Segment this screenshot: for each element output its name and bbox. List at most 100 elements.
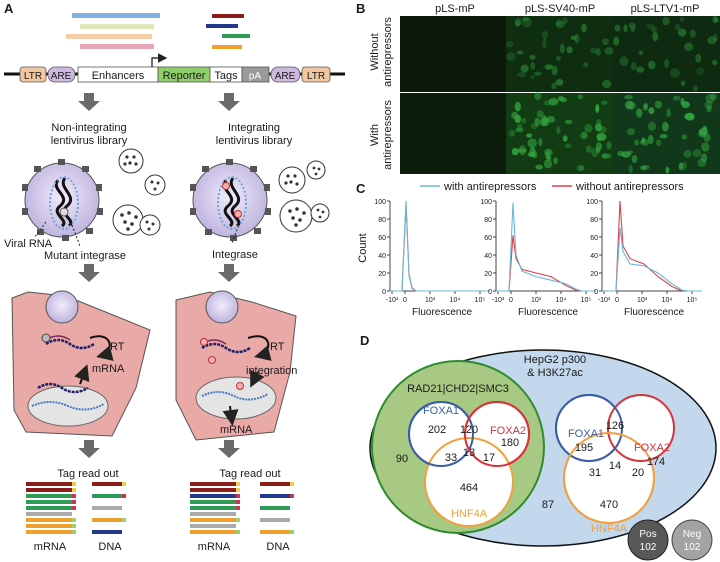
venn-right-hnf4a-label: HNF4A (591, 523, 628, 535)
are-right-label: ARE (275, 71, 296, 82)
flow-arrows (78, 93, 240, 458)
flow-xtick-label: 10³ (637, 297, 648, 304)
fluorescent-cell (705, 93, 715, 104)
fluorescent-cell (601, 100, 608, 105)
fluorescent-cell (548, 98, 559, 106)
fluorescent-cell (614, 24, 621, 32)
fluorescent-cell (542, 38, 547, 49)
flow-series-without (496, 235, 596, 292)
fluorescent-cell (666, 108, 671, 118)
reporter-label: Reporter (163, 70, 206, 82)
fluorescent-cell (692, 149, 702, 158)
micro-row2-line2: antirepressors (382, 100, 394, 170)
fluorescent-cell (530, 62, 536, 70)
fluorescent-cell (664, 58, 669, 68)
left-mrna-label: mRNA (92, 363, 125, 375)
fluorescent-cell (559, 43, 565, 54)
fluorescent-cell (628, 22, 637, 29)
venn-left-foxa1-label: FOXA1 (423, 405, 459, 417)
flow-xtick-label: 10³ (531, 297, 542, 304)
fluorescent-cell (625, 100, 635, 110)
flow-xtick-label: 10⁵ (475, 297, 486, 304)
venn-outside: 87 (542, 499, 554, 511)
right-small-viruses (278, 160, 330, 233)
venn-left-foxa2-label: FOXA2 (490, 425, 526, 437)
are-left-label: ARE (51, 71, 72, 82)
integrase-label: Integrase (212, 249, 258, 261)
fluorescent-cell (590, 47, 597, 54)
flow-ytick-label: 20 (378, 271, 386, 278)
panel-label-c: C (356, 181, 366, 196)
flow-xlabel: Fluorescence (412, 307, 472, 318)
pos-label: Pos (639, 529, 656, 540)
fluorescent-cell (619, 56, 629, 67)
fluorescent-cell (595, 123, 602, 132)
right-rt-label: RT (270, 341, 285, 353)
fluorescent-cell (689, 29, 696, 38)
micro-row2-line1: With (369, 124, 381, 146)
micro-row-labels: Without antirepressors With antirepresso… (369, 17, 394, 170)
fluorescent-cell (516, 50, 524, 55)
flow-ytick-label: 60 (378, 235, 386, 242)
pa-label: pA (249, 71, 262, 82)
fluorescent-cell (710, 93, 717, 101)
right-col-mrna: mRNA (198, 541, 231, 553)
right-dna-reads (260, 482, 294, 534)
fluorescent-cell (508, 129, 516, 137)
fluorescent-cell (634, 139, 639, 146)
flow-ytick-label: 100 (480, 199, 492, 206)
fluorescent-cell (613, 36, 620, 46)
fluorescent-cell (627, 128, 635, 136)
tags-label: Tags (214, 70, 238, 82)
fluorescent-cell (714, 17, 720, 23)
fluorescent-cell (551, 65, 558, 76)
fluorescent-cell (677, 28, 687, 37)
fluorescent-cell (577, 94, 584, 100)
fluorescent-cell (514, 18, 522, 27)
flow-xtick-label: 10⁵ (581, 297, 592, 304)
left-title-1: Non-integrating (51, 122, 126, 134)
left-title-2: lentivirus library (51, 135, 128, 147)
flow-xlabel: Fluorescence (624, 307, 684, 318)
fluorescent-cell (574, 33, 580, 44)
fluorescent-cell (643, 104, 648, 111)
fluorescent-cell (595, 142, 603, 151)
fluorescent-cell (570, 35, 577, 40)
fluorescent-cell (651, 26, 658, 33)
fluorescent-cell (696, 67, 705, 76)
fluorescent-cell (555, 20, 565, 29)
fluorescent-cell (672, 95, 681, 101)
fluorescent-cell (543, 100, 552, 106)
fluorescent-cell (712, 15, 718, 24)
fluorescent-cell (606, 141, 612, 150)
fluorescent-cell (506, 52, 516, 62)
fluorescent-cell (628, 164, 633, 174)
venn-title-1: HepG2 p300 (524, 354, 586, 366)
fluorescent-cell (526, 133, 533, 138)
fluorescent-cell (652, 31, 659, 42)
fluorescent-cell (584, 123, 593, 133)
venn-title-2: & H3K27ac (527, 367, 583, 379)
fluorescent-cell (662, 121, 669, 132)
flow-xtick-label: 10⁵ (687, 297, 698, 304)
right-small-virus-dots (284, 166, 325, 227)
fluorescent-cell (576, 165, 585, 172)
fluorescent-cell (533, 71, 542, 76)
flow-ytick-label: 0 (488, 289, 492, 296)
fluorescent-cell (595, 104, 600, 113)
neg-circle (671, 519, 713, 561)
left-virus (22, 159, 103, 241)
flow-ytick-label: 100 (586, 199, 598, 206)
flow-ytick-label: 0 (382, 289, 386, 296)
flow-ytick-label: 40 (590, 253, 598, 260)
micro-images (400, 15, 720, 174)
right-title-2: lentivirus library (216, 135, 293, 147)
construct-diagram (4, 53, 345, 83)
left-small-virus-dots (120, 155, 160, 231)
venn-left-h-only: 464 (460, 482, 478, 494)
integration-label: integration (246, 365, 297, 377)
fluorescent-cell (591, 147, 599, 157)
fluorescent-cell (630, 61, 637, 71)
fluorescent-cell (516, 71, 527, 78)
